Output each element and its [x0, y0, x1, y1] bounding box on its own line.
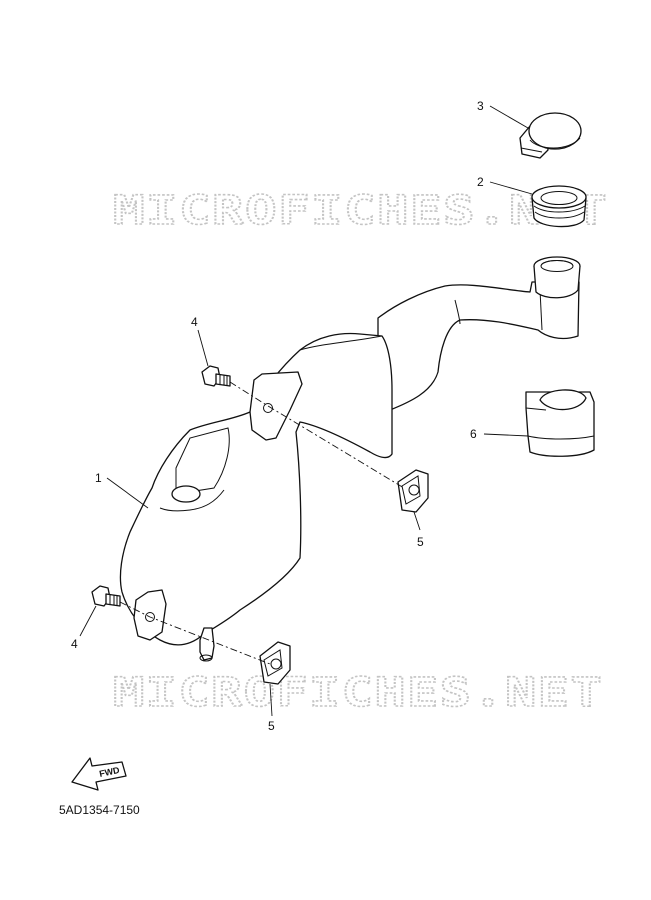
callout-4-lower: 4 [71, 637, 78, 651]
alignment-line-lower [119, 601, 271, 665]
part-5-clip-nut-upper [397, 469, 429, 513]
callout-5-upper: 5 [417, 535, 424, 549]
alignment-line-upper [229, 381, 405, 489]
leader-6 [483, 433, 529, 437]
fwd-label: FWD [98, 765, 121, 779]
watermark-top: MICROFICHES.NET [113, 188, 608, 234]
part-4-bolt-lower [91, 585, 121, 607]
part-3-cap [519, 112, 582, 159]
callout-1: 1 [95, 471, 102, 485]
part-2-grommet [531, 185, 587, 228]
callout-5-lower: 5 [268, 719, 275, 733]
fwd-arrow-icon: FWD [71, 757, 127, 791]
part-4-bolt-upper [201, 365, 231, 387]
leader-2 [489, 181, 533, 195]
callout-2: 2 [477, 175, 484, 189]
part-6-clamp [525, 389, 595, 457]
diagram-code: 5AD1354-7150 [59, 803, 140, 817]
part-5-clip-nut-lower [259, 641, 291, 685]
part-1-oil-tank [119, 256, 581, 662]
leader-3 [489, 105, 529, 129]
leader-5-upper [413, 511, 421, 531]
callout-4-upper: 4 [191, 315, 198, 329]
callout-3: 3 [477, 99, 484, 113]
leader-4-lower [79, 605, 97, 637]
leader-5-lower [269, 683, 273, 717]
leader-4-upper [197, 329, 209, 367]
callout-6: 6 [470, 427, 477, 441]
leader-1 [106, 477, 149, 509]
watermark-bottom: MICROFICHES.NET [113, 670, 603, 716]
